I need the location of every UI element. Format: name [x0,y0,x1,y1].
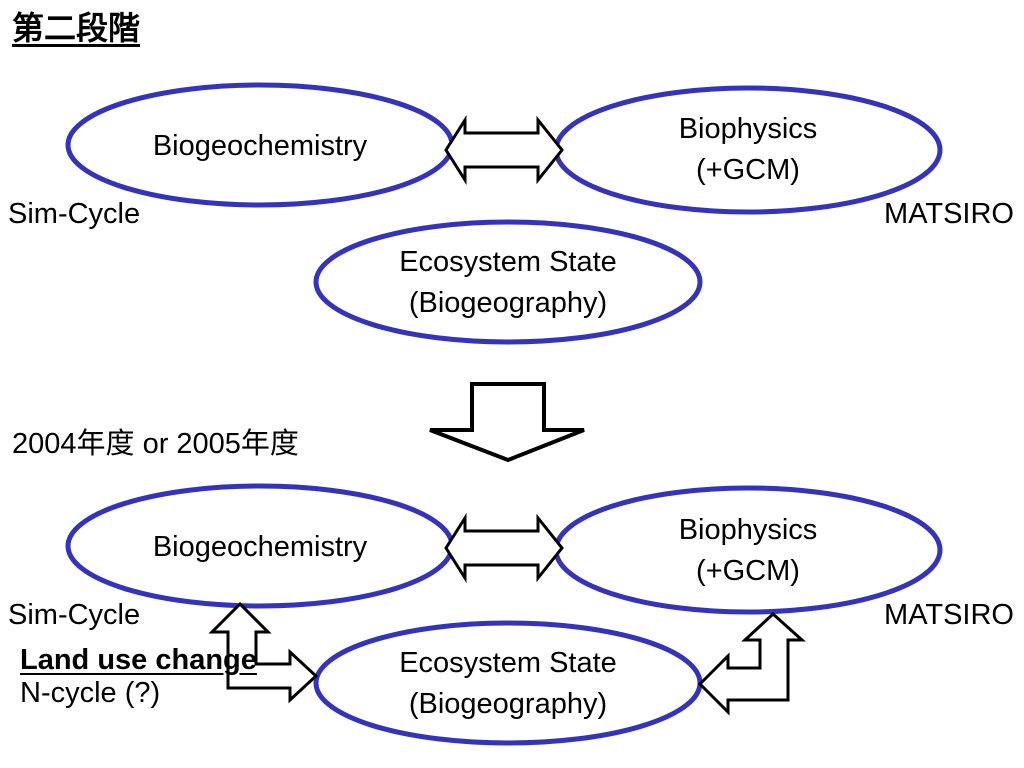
node-biogeochemistry-top-label: Biogeochemistry [152,130,368,162]
transition-down-arrow [429,382,585,463]
node-biophysics-top: Biophysics (+GCM) [556,109,940,191]
node-biogeochemistry-top: Biogeochemistry [68,126,452,167]
node-ecosystem-top: Ecosystem State (Biogeography) [316,242,700,324]
node-biogeochemistry-bottom-label: Biogeochemistry [152,531,368,563]
node-biogeochemistry-bottom: Biogeochemistry [68,527,452,568]
node-ecosystem-top-line1: Ecosystem State [399,246,617,278]
node-ecosystem-bottom-line1: Ecosystem State [399,647,617,679]
note-n-cycle: N-cycle (?) [20,677,161,709]
double-arrow-top [444,114,564,186]
node-ecosystem-top-line2: (Biogeography) [408,287,608,319]
double-arrow-bottom [444,512,564,584]
note-land-use-change: Land use change [20,644,257,676]
node-biophysics-top-line2: (+GCM) [696,154,800,186]
node-biophysics-top-line1: Biophysics [678,113,818,145]
ellipse-ecosystem-top [313,219,703,345]
label-sim-cycle-bottom: Sim-Cycle [8,599,141,631]
bent-arrow-right [697,611,806,716]
label-matsiro-top: MATSIRO [884,198,1014,230]
node-ecosystem-bottom: Ecosystem State (Biogeography) [316,643,700,725]
node-biophysics-bottom-line2: (+GCM) [696,555,800,587]
label-sim-cycle-top: Sim-Cycle [8,198,141,230]
node-ecosystem-bottom-line2: (Biogeography) [408,688,608,720]
page-title: 第二段階 [12,10,141,46]
node-biophysics-bottom: Biophysics (+GCM) [556,510,940,592]
node-biophysics-bottom-line1: Biophysics [678,514,818,546]
bent-arrow-left [208,601,319,704]
label-matsiro-bottom: MATSIRO [884,599,1014,631]
transition-label: 2004年度 or 2005年度 [12,428,299,460]
